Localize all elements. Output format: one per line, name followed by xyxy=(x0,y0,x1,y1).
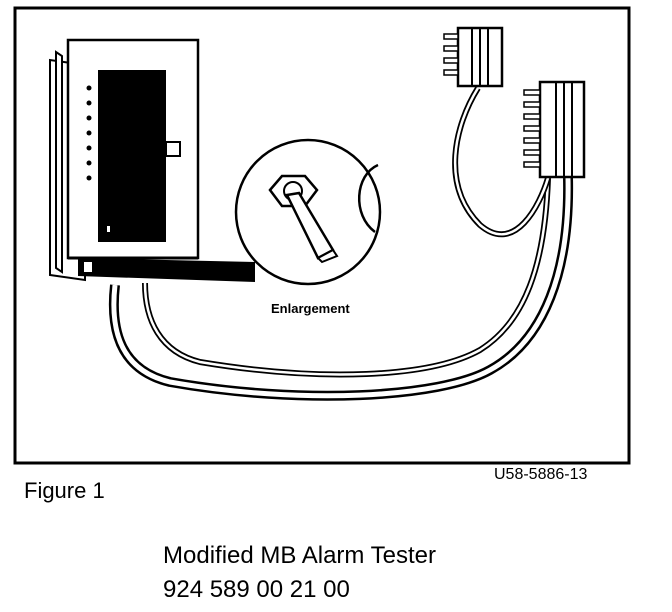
tester-device xyxy=(49,38,255,282)
drawing-number: U58-5886-13 xyxy=(494,466,588,483)
caption-title: Modified MB Alarm Tester xyxy=(163,542,436,569)
caption-part-number: 924 589 00 21 00 xyxy=(163,576,350,603)
cable-long xyxy=(108,177,574,401)
enlargement-label: Enlargement xyxy=(271,301,350,316)
figure-label: Figure 1 xyxy=(24,478,105,503)
enlargement-circle xyxy=(234,138,382,286)
figure-border xyxy=(13,6,631,465)
connector-large xyxy=(523,80,586,179)
connector-small xyxy=(443,26,504,88)
cable-short xyxy=(452,86,551,238)
